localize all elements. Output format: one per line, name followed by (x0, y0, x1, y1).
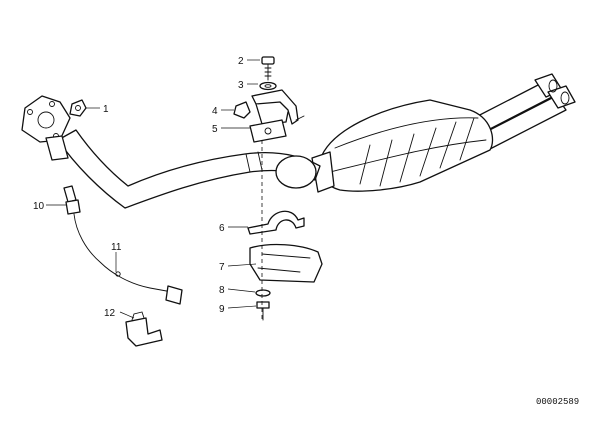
callout-3: 3 (238, 80, 244, 91)
manifold-flange (21, 95, 71, 161)
callout-6: 6 (219, 223, 225, 234)
callout-8: 8 (219, 285, 225, 296)
catalytic-converter (311, 99, 494, 193)
pipe-clamp-part-6 (247, 210, 305, 235)
callout-10: 10 (33, 201, 45, 212)
clamp-part-5 (249, 119, 287, 143)
oxygen-sensor (63, 185, 183, 305)
callout-5: 5 (212, 124, 218, 135)
leader-lines (46, 59, 260, 319)
washer-part-8 (255, 289, 271, 297)
callout-11: 11 (111, 242, 122, 253)
callout-9: 9 (219, 304, 225, 315)
callout-4: 4 (212, 106, 218, 117)
callout-7: 7 (219, 262, 225, 273)
bolt-part-9 (256, 301, 270, 321)
rubber-mount-part-4 (233, 101, 251, 119)
tail-pipes (469, 73, 576, 151)
bracket-assembly (251, 89, 305, 125)
callout-numbers: 1 2 3 4 5 6 7 8 9 10 11 12 (33, 56, 244, 319)
callout-2: 2 (238, 56, 244, 67)
front-pipe (57, 129, 321, 209)
callout-1: 1 (103, 104, 109, 115)
bolt-part-2 (261, 56, 275, 81)
sensor-bracket-part-12 (125, 311, 163, 347)
document-number: 00002589 (536, 397, 579, 407)
washer-part-3 (259, 81, 277, 91)
nut-part-1 (69, 99, 87, 117)
callout-12: 12 (104, 308, 116, 319)
heat-shield-part-7 (249, 243, 323, 283)
